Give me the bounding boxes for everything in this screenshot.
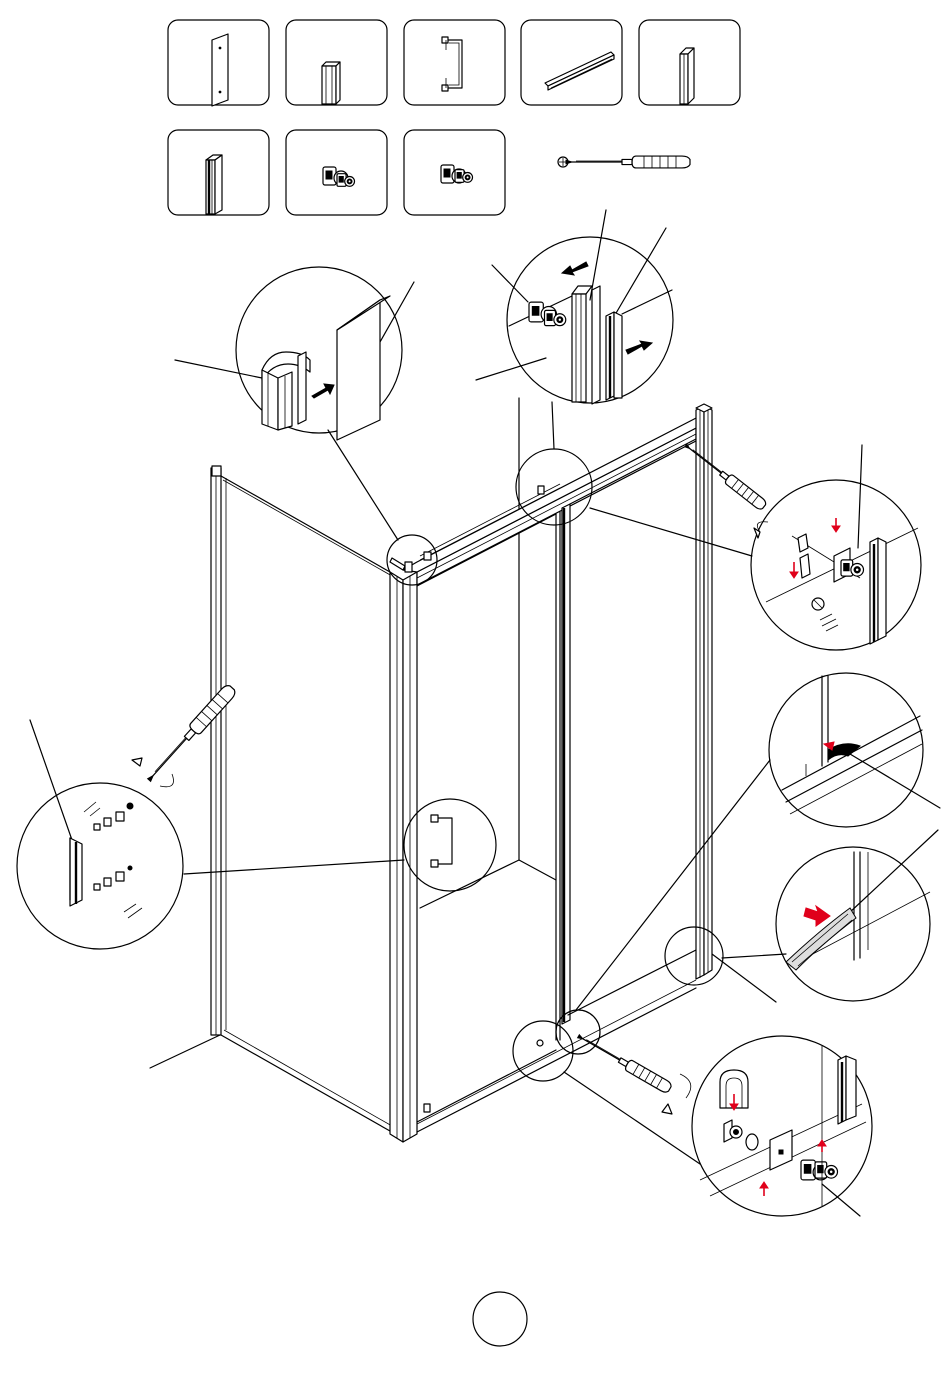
rail-icon: [545, 52, 614, 90]
detail-corner-joint: [236, 267, 402, 440]
parts-box-seal-strip: [168, 130, 269, 215]
parts-box-handle: [404, 20, 505, 105]
parts-list: [168, 20, 740, 215]
side-panel: [211, 466, 392, 1131]
marker-door-bottom: [556, 1010, 600, 1054]
parts-box-wall-profile: [286, 20, 387, 105]
door-handle: [431, 815, 452, 867]
parts-box-roller-bottom: [404, 130, 505, 215]
tool-screwdriver: [558, 156, 690, 168]
page-number-badge: [473, 1292, 527, 1346]
parts-box-rail: [521, 20, 622, 105]
parts-box-roller-top: [286, 130, 387, 215]
roller-icon: [441, 165, 473, 183]
wall-profile-icon: [322, 62, 340, 104]
shower-enclosure: [150, 398, 776, 1142]
right-wall-profile: [696, 404, 712, 979]
parts-box-corner-profile: [639, 20, 740, 105]
marker-handle: [404, 799, 496, 891]
leader-lines: [30, 210, 940, 1216]
callout-markers: [387, 449, 723, 1081]
detail-seal-b: [776, 847, 930, 1001]
handle-icon: [442, 37, 462, 91]
roller-icon: [323, 167, 355, 186]
screwdriver-icon: [566, 156, 690, 168]
parts-box-glass-panel: [168, 20, 269, 106]
detail-seal-a: [769, 673, 923, 827]
sliding-door: [562, 439, 696, 1024]
corner-profile-icon: [680, 48, 694, 104]
seal-strip-icon: [206, 155, 222, 214]
corner-post: [390, 572, 417, 1142]
detail-handle-fixing: [17, 683, 237, 949]
glass-panel-icon: [212, 34, 228, 106]
detail-top-roller: [507, 237, 673, 404]
